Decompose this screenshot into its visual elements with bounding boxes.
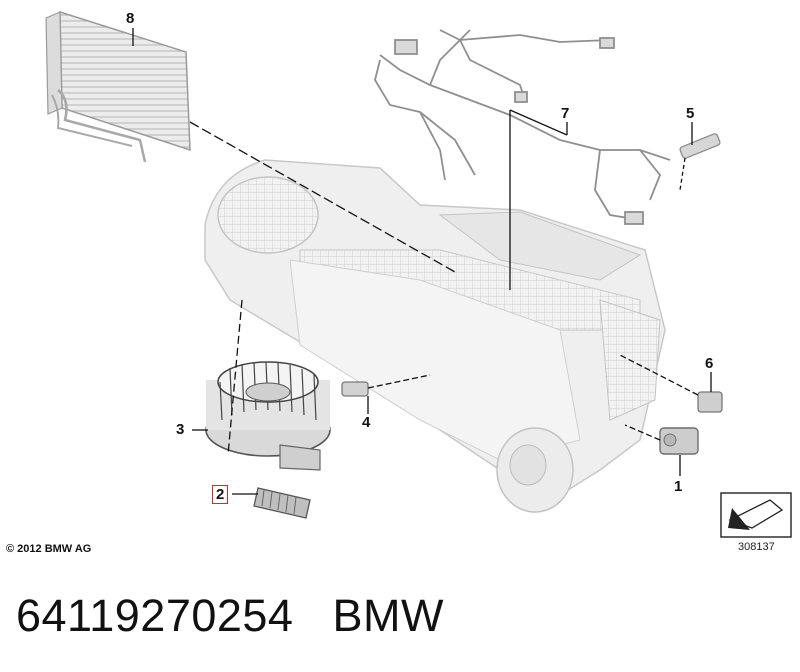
- callout-1[interactable]: 1: [674, 478, 683, 495]
- callout-5[interactable]: 5: [686, 105, 695, 122]
- copyright-notice: © 2012 BMW AG: [6, 543, 92, 555]
- leader-6-dashed: [619, 354, 699, 396]
- callout-3[interactable]: 3: [176, 421, 185, 438]
- leader-1-dashed: [624, 424, 661, 441]
- callout-7[interactable]: 7: [561, 105, 570, 122]
- leader-7-to-harness: [509, 109, 568, 136]
- part-5-sensor: [679, 133, 721, 159]
- brand-name: BMW: [332, 590, 444, 641]
- reference-arrow-icon: [720, 492, 792, 538]
- part-6-actuator: [697, 391, 723, 413]
- diagram-reference-number: 308137: [738, 541, 775, 553]
- hvac-housing: [204, 159, 666, 513]
- part-2-blower-resistor: [253, 487, 311, 519]
- leader-4-dashed: [367, 374, 431, 389]
- part-7-wiring-harness: [374, 29, 671, 225]
- part-8-heat-exchanger: [45, 10, 191, 163]
- part-3-blower-motor: [205, 361, 331, 471]
- footer-gap: [293, 590, 332, 641]
- callout-8[interactable]: 8: [126, 10, 135, 27]
- callout-6[interactable]: 6: [705, 355, 714, 372]
- part-number: 64119270254: [16, 590, 294, 641]
- callout-4[interactable]: 4: [362, 414, 371, 431]
- callout-2[interactable]: 2: [212, 485, 229, 504]
- part-footer: 64119270254 BMW: [16, 590, 444, 642]
- leader-lines: [132, 28, 712, 495]
- part-4-temperature-sensor: [341, 381, 369, 397]
- leader-3-dashed: [227, 299, 243, 456]
- part-1-servo-motor: [659, 427, 699, 455]
- leader-5-dashed: [679, 157, 686, 191]
- leader-8-to-housing: [189, 121, 456, 273]
